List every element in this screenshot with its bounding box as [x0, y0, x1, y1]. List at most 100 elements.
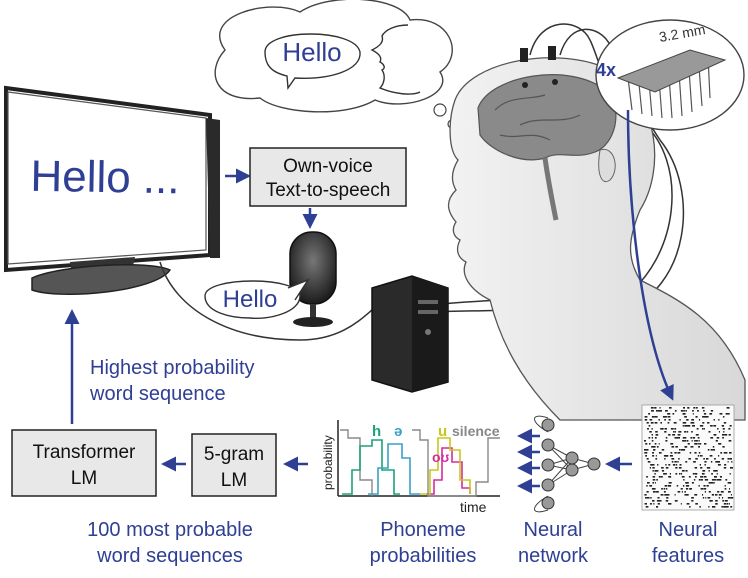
raster-spike	[711, 449, 713, 451]
raster-spike	[680, 473, 683, 475]
raster-spike	[717, 428, 719, 430]
raster-spike	[660, 494, 664, 496]
raster-spike	[715, 440, 718, 442]
raster-spike	[659, 407, 661, 409]
raster-spike	[723, 467, 727, 469]
raster-spike	[661, 449, 665, 451]
raster-spike	[653, 449, 655, 451]
raster-spike	[714, 479, 717, 481]
raster-spike	[687, 440, 689, 442]
phoneme-plot-x-label: time	[460, 499, 487, 515]
raster-spike	[717, 491, 720, 493]
raster-spike	[702, 428, 704, 430]
raster-spike	[678, 458, 680, 460]
raster-spike	[682, 437, 684, 439]
raster-spike	[674, 431, 676, 433]
highest-line1: Highest probability	[90, 357, 255, 379]
raster-spike	[694, 467, 698, 469]
raster-spike	[727, 482, 731, 484]
raster-spike	[707, 497, 711, 499]
raster-spike	[673, 422, 677, 424]
raster-spike	[719, 479, 722, 481]
raster-spike	[647, 428, 649, 430]
raster-spike	[678, 467, 682, 469]
raster-spike	[658, 419, 660, 421]
raster-spike	[686, 503, 690, 505]
raster-spike	[691, 431, 693, 433]
raster-spike	[660, 422, 662, 424]
raster-spike	[722, 500, 725, 502]
raster-spike	[708, 482, 712, 484]
raster-spike	[647, 461, 651, 463]
raster-spike	[711, 494, 715, 496]
speaker	[289, 231, 337, 327]
raster-spike	[686, 485, 690, 487]
raster-spike	[723, 503, 727, 505]
raster-spike	[675, 464, 678, 466]
raster-spike	[681, 449, 685, 451]
raster-spike	[685, 470, 688, 472]
raster-spike	[718, 497, 720, 499]
raster-spike	[657, 410, 660, 412]
raster-spike	[710, 437, 714, 439]
raster-spike	[659, 500, 662, 502]
raster-spike	[652, 452, 654, 454]
raster-spike	[655, 434, 658, 436]
raster-spike	[665, 467, 668, 469]
raster-spike	[654, 470, 657, 472]
raster-spike	[710, 449, 712, 451]
transformer-line1: Transformer	[33, 442, 136, 463]
raster-spike	[712, 506, 715, 508]
raster-spike	[668, 434, 671, 436]
raster-spike	[657, 503, 660, 505]
raster-spike	[654, 482, 656, 484]
raster-spike	[665, 500, 669, 502]
raster-spike	[681, 470, 685, 472]
raster-spike	[680, 488, 683, 490]
raster-spike	[649, 431, 652, 433]
raster-spike	[644, 419, 648, 421]
raster-spike	[648, 413, 650, 415]
raster-spike	[644, 416, 647, 418]
raster-spike	[698, 419, 701, 421]
raster-spike	[654, 407, 657, 409]
neural-features-raster	[641, 404, 735, 511]
raster-spike	[660, 476, 663, 478]
raster-spike	[646, 491, 649, 493]
raster-spike	[703, 413, 707, 415]
raster-spike	[698, 446, 700, 448]
raster-spike	[646, 422, 649, 424]
most-probable-line1: 100 most probable	[87, 519, 253, 541]
raster-spike	[653, 491, 656, 493]
raster-spike	[703, 458, 705, 460]
raster-spike	[651, 428, 653, 430]
raster-spike	[685, 425, 689, 427]
raster-spike	[703, 407, 705, 409]
raster-spike	[657, 497, 660, 499]
raster-spike	[723, 422, 727, 424]
raster-spike	[677, 452, 679, 454]
raster-spike	[710, 425, 713, 427]
arrow-brain-to-features	[626, 109, 674, 401]
raster-spike	[651, 437, 653, 439]
raster-spike	[707, 422, 710, 424]
phoneme-label-u: u	[438, 423, 447, 440]
raster-spike	[705, 497, 707, 499]
raster-spike	[687, 443, 690, 445]
raster-spike	[644, 440, 646, 442]
raster-spike	[652, 482, 654, 484]
thought-hello-text: Hello	[282, 37, 341, 67]
raster-spike	[703, 488, 707, 490]
raster-spike	[664, 416, 667, 418]
raster-spike	[662, 416, 665, 418]
raster-spike	[702, 416, 705, 418]
raster-spike	[693, 437, 696, 439]
raster-spike	[722, 434, 725, 436]
raster-spike	[704, 464, 706, 466]
raster-spike	[656, 500, 660, 502]
raster-spike	[652, 500, 655, 502]
raster-spike	[695, 473, 698, 475]
raster-spike	[704, 461, 707, 463]
raster-spike	[701, 473, 705, 475]
raster-spike	[664, 428, 667, 430]
